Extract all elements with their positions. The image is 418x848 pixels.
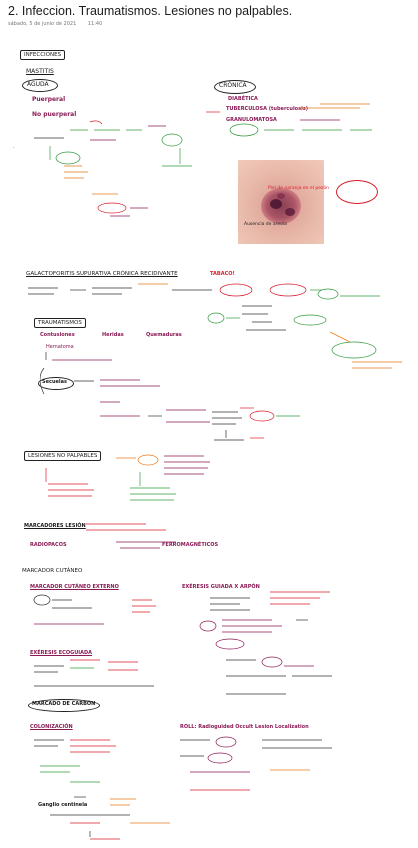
- label-ganglio-centinela: Ganglio centinela: [38, 802, 88, 808]
- heading-colonizacion: COLONIZACIÓN: [30, 724, 73, 730]
- marcadores-scribbles: [86, 523, 176, 549]
- label-marcador-cutaneo: MARCADOR CUTÁNEO: [22, 568, 83, 574]
- photo-label-piel: Piel de naranja en el pezón: [268, 186, 329, 191]
- heading-infecciones: INFECCIONES: [20, 50, 66, 60]
- heading-exeresis-guiada: EXÉRESIS GUIADA X ARPÓN: [182, 584, 260, 590]
- page-meta: sábado, 5 de junio de 2021 11:40: [8, 21, 408, 27]
- page-title: 2. Infeccion. Traumatismos. Lesiones no …: [8, 4, 293, 18]
- cronica-scribbles: [206, 103, 372, 137]
- colonizacion-scribbles: [34, 736, 332, 791]
- heading-roll: ROLL: Radioguided Occult Lesion Localiza…: [180, 724, 309, 730]
- galactoforitis-scribbles: [28, 283, 402, 369]
- label-puerperal: Puerperal: [32, 96, 66, 103]
- label-ferromagneticos: FERROMAGNÉTICOS: [162, 542, 219, 548]
- ring-photo-note: [336, 180, 378, 204]
- ecoguiada-scribbles: [34, 656, 332, 695]
- heading-marcadores: MARCADORES LESIÓN: [24, 523, 86, 529]
- label-tuberculosa: TUBERCULOSA (tuberculosis): [226, 106, 309, 112]
- page-time: 11:40: [87, 21, 103, 27]
- label-diabetica: DIABÉTICA: [228, 96, 258, 102]
- photo-label-areola: Ausencia de areola: [244, 222, 287, 227]
- heading-galactoforitis: GALACTOFORITIS SUPURATIVA CRÓNICA RECIDI…: [26, 271, 178, 277]
- label-hematoma: Hematoma: [46, 344, 74, 350]
- ring-aguda: [22, 79, 58, 92]
- label-no-puerperal: No puerperal: [32, 111, 77, 118]
- label-granulomatosa: GRANULOMATOSA: [226, 117, 277, 123]
- margin-dot: ·: [13, 145, 15, 151]
- heading-cronica: CRÓNICA: [219, 82, 247, 89]
- label-heridas: Heridas: [102, 332, 124, 338]
- label-tabaco: TABACO!: [210, 271, 235, 277]
- aguda-scribbles: [34, 120, 192, 217]
- traumatismos-scribbles: [40, 352, 300, 441]
- ring-secuelas: [38, 377, 74, 390]
- label-secuelas: Secuelas: [42, 379, 67, 385]
- page-date: sábado, 5 de junio de 2021: [8, 21, 77, 27]
- marcador-scribbles: [33, 591, 330, 650]
- ganglio-scribbles: [50, 796, 170, 840]
- lesiones-scribbles: [45, 454, 210, 501]
- label-marcado-carbon: MARCADO DE CARBÓN: [32, 701, 96, 707]
- breast-photo: [238, 160, 324, 244]
- label-contusiones: Contusiones: [40, 332, 75, 338]
- heading-traumatismos: TRAUMATISMOS: [34, 318, 86, 328]
- page-header: 2. Infeccion. Traumatismos. Lesiones no …: [8, 4, 408, 27]
- ring-marcado-carbon: [28, 699, 100, 712]
- label-quemaduras: Quemaduras: [146, 332, 182, 338]
- heading-lesiones-no-palpables: LESIONES NO PALPABLES: [24, 451, 102, 461]
- heading-marcador-cutaneo-externo: MARCADOR CUTÁNEO EXTERNO: [30, 584, 119, 590]
- ring-cronica: [214, 80, 256, 94]
- heading-aguda: AGUDA: [27, 81, 49, 88]
- label-radiopacos: RADIOPACOS: [30, 542, 67, 548]
- heading-mastitis: MASTITIS: [26, 68, 54, 75]
- heading-exeresis-ecoguiada: EXÉRESIS ECOGUIADA: [30, 650, 93, 656]
